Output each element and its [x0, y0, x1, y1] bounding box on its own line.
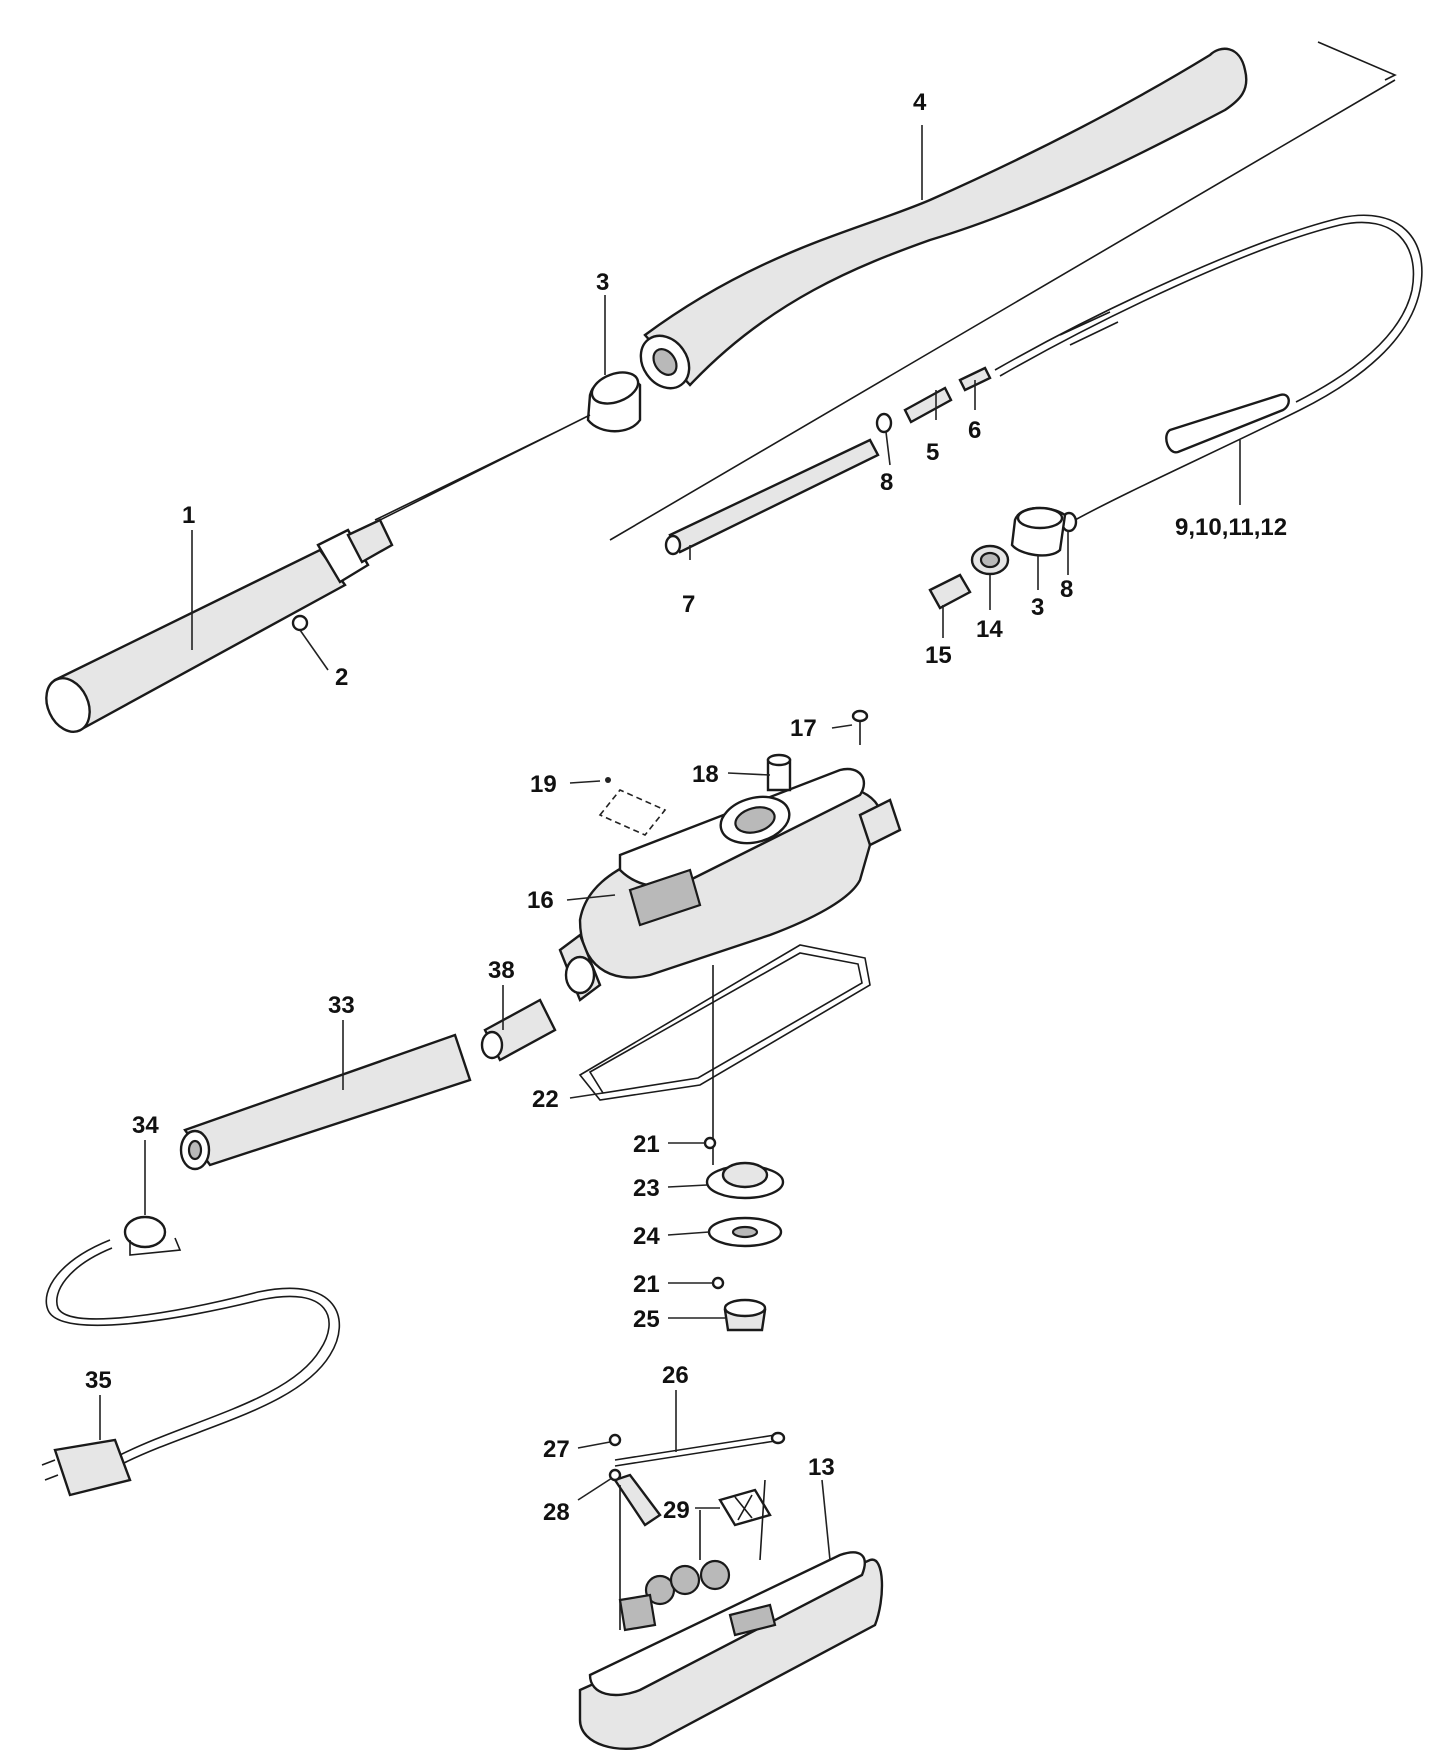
- part-connector-14: [970, 544, 1010, 576]
- part-handle-33: [179, 1033, 472, 1171]
- part-screw-27: [608, 1433, 622, 1447]
- label-part-16: 16: [527, 887, 554, 914]
- leader-lines: [99, 125, 1241, 1561]
- label-part-25: 25: [633, 1306, 660, 1333]
- part-vibrator-head: [45, 414, 591, 733]
- part-base-tray-13: [578, 1479, 884, 1750]
- label-part-9-12: 9,10,11,12: [1175, 514, 1287, 541]
- part-cable-35: [41, 1239, 341, 1497]
- label-part-28: 28: [543, 1499, 570, 1526]
- label-part-6: 6: [968, 417, 981, 444]
- label-part-1: 1: [182, 502, 195, 529]
- label-part-21a: 21: [633, 1131, 660, 1158]
- label-part-27: 27: [543, 1436, 570, 1463]
- part-ring-3b: [1010, 506, 1067, 557]
- label-part-3b: 3: [1031, 594, 1044, 621]
- label-part-22: 22: [532, 1086, 559, 1113]
- callout-labels: 1 2 3 3 4 5 6 7 8 8 9,10,11,12 13 14 15 …: [85, 89, 1287, 1526]
- part-bolt-28: [608, 1468, 662, 1527]
- part-tube: [664, 438, 880, 556]
- part-rod-26: [614, 1431, 786, 1467]
- part-connector-38: [480, 998, 557, 1062]
- part-ring-3a: [586, 371, 642, 433]
- label-part-33: 33: [328, 992, 355, 1019]
- part-housing: [558, 767, 902, 1002]
- part-sleeve-5: [903, 386, 953, 424]
- label-part-38: 38: [488, 957, 515, 984]
- part-hose: [609, 41, 1400, 541]
- part-ring-8a: [875, 412, 893, 434]
- part-pin-6: [958, 366, 992, 392]
- label-part-26: 26: [662, 1362, 689, 1389]
- label-part-2: 2: [335, 664, 348, 691]
- label-part-24: 24: [633, 1223, 660, 1250]
- label-part-19: 19: [530, 771, 557, 798]
- part-switch-stack: [703, 965, 785, 1332]
- part-screw-17: [851, 709, 869, 745]
- label-part-3a: 3: [596, 269, 609, 296]
- part-clamp-34: [123, 1215, 182, 1256]
- label-part-34: 34: [132, 1112, 159, 1139]
- label-part-35: 35: [85, 1367, 112, 1394]
- label-part-14: 14: [976, 616, 1003, 643]
- part-flex-shaft: [994, 214, 1423, 533]
- label-part-23: 23: [633, 1175, 660, 1202]
- part-screw-2: [291, 614, 309, 632]
- part-bracket-29: [718, 1488, 772, 1527]
- label-part-18: 18: [692, 761, 719, 788]
- label-part-29: 29: [663, 1497, 690, 1524]
- label-part-4: 4: [913, 89, 927, 116]
- part-label-plate-19: [598, 777, 667, 836]
- part-sleeve-15: [928, 573, 972, 610]
- label-part-15: 15: [925, 642, 952, 669]
- label-part-5: 5: [926, 439, 939, 466]
- label-part-17: 17: [790, 715, 817, 742]
- part-cap-18: [766, 753, 792, 792]
- label-part-13: 13: [808, 1454, 835, 1481]
- label-part-8b: 8: [1060, 576, 1073, 603]
- label-part-8a: 8: [880, 469, 893, 496]
- label-part-7: 7: [682, 591, 695, 618]
- label-part-21b: 21: [633, 1271, 660, 1298]
